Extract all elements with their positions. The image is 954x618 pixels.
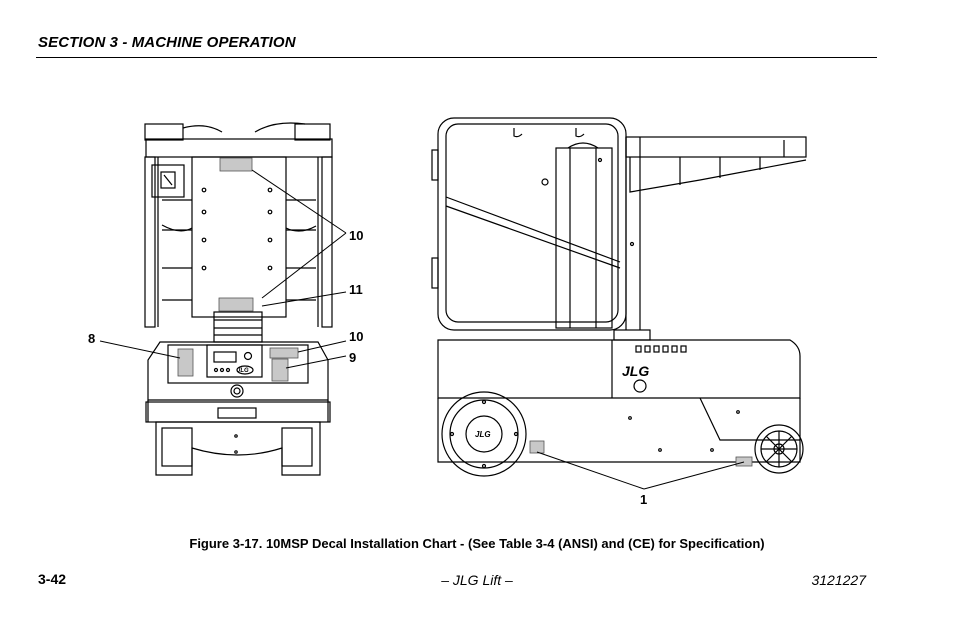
callout-10-mid: 10 <box>349 329 363 344</box>
wheel-logo: JLG <box>475 430 491 439</box>
section-title: SECTION 3 - MACHINE OPERATION <box>38 34 296 51</box>
figure-caption: Figure 3-17. 10MSP Decal Installation Ch… <box>189 536 765 551</box>
decal-1-rear <box>529 440 545 454</box>
decal-9 <box>271 358 289 382</box>
callout-10-top: 10 <box>349 228 363 243</box>
callout-8: 8 <box>88 331 95 346</box>
callout-1: 1 <box>640 492 647 507</box>
side-logo: JLG <box>622 363 649 379</box>
decal-11 <box>218 297 254 312</box>
front-logo: JLG <box>237 368 249 374</box>
decal-10-mid <box>269 347 299 359</box>
decal-10-top <box>219 157 253 172</box>
side-view <box>431 117 807 477</box>
leader-lines <box>99 169 745 490</box>
document-number: 3121227 <box>811 572 866 588</box>
page-number: 3-42 <box>38 571 67 587</box>
callout-9: 9 <box>349 350 356 365</box>
callout-11: 11 <box>349 282 363 297</box>
footer-center-title: – JLG Lift – <box>441 572 513 588</box>
header-rule <box>36 57 877 58</box>
decal-8 <box>177 348 194 377</box>
decal-1-front <box>735 456 753 467</box>
